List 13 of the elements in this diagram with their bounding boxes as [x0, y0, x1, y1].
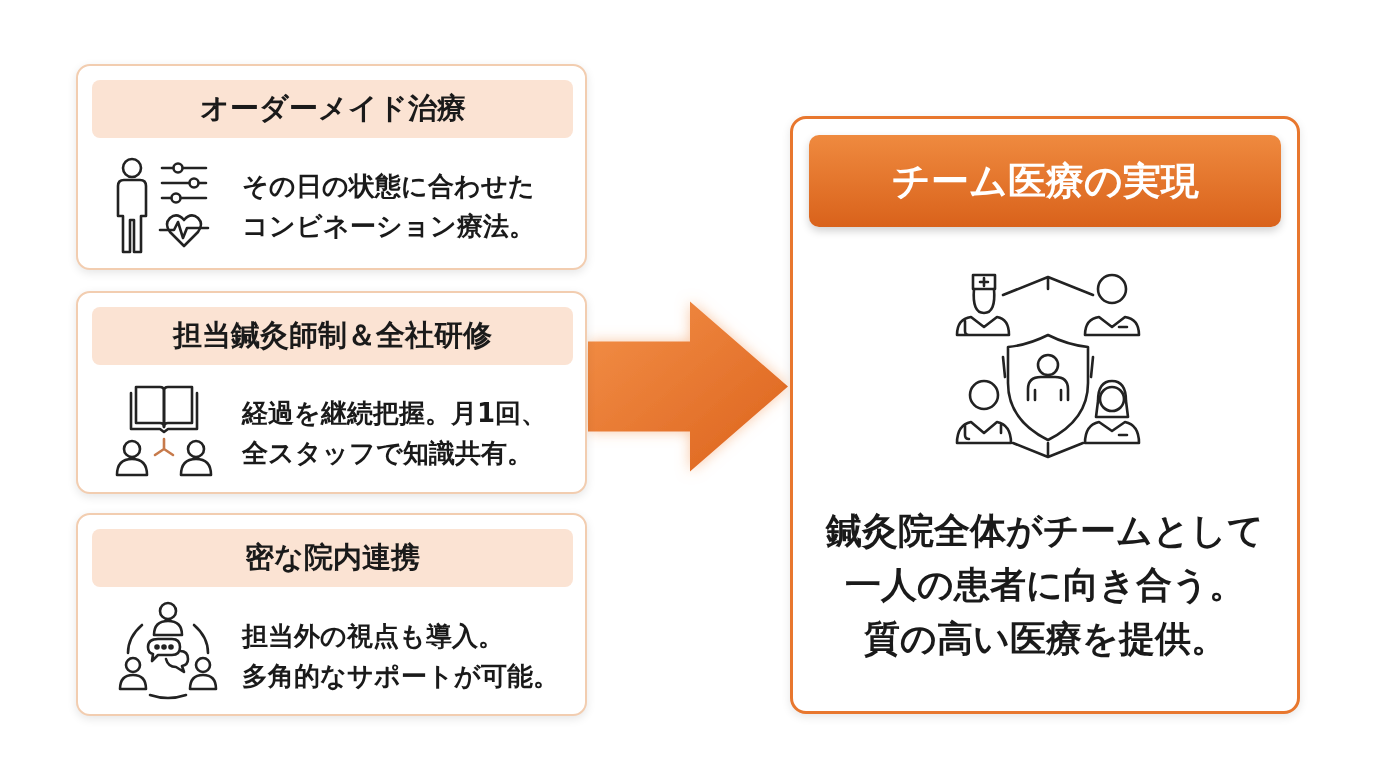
card	[76, 64, 587, 270]
description-text: 担当外の視点も導入。多角的なサポートが可能。	[242, 620, 560, 693]
card	[76, 513, 587, 716]
title-banner: チーム医療の実現	[809, 135, 1281, 227]
card	[76, 291, 587, 494]
description-text: 経過を継続把握。月1回、全スタッフで知識共有。	[242, 397, 549, 470]
description-text: その日の状態に合わせたコンビネーション療法。	[242, 170, 536, 243]
heading-banner: オーダーメイド治療	[92, 80, 573, 138]
heading-banner: 密な院内連携	[92, 529, 573, 587]
card	[790, 116, 1300, 714]
heading-banner: 担当鍼灸師制＆全社研修	[92, 307, 573, 365]
arrow	[588, 301, 788, 472]
description-text: 鍼灸院全体がチームとして一人の患者に向き合う。質の高い医療を提供。	[824, 509, 1265, 661]
